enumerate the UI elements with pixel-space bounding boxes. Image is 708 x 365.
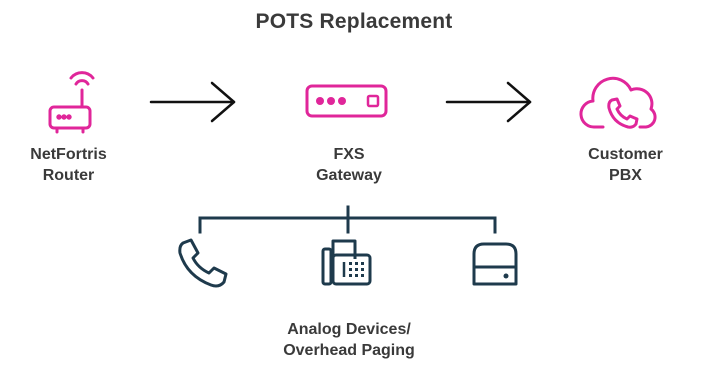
router-label-line2: Router [42, 167, 95, 184]
router-label: NetFortris Router [11, 144, 126, 186]
gateway-label: FXS Gateway [289, 144, 409, 186]
router-icon [48, 71, 95, 134]
paging-device-icon [472, 242, 518, 286]
analog-devices-label: Analog Devices/ Overhead Paging [234, 319, 464, 361]
analog-label-line2: Overhead Paging [283, 342, 415, 359]
gateway-device-bracket [198, 205, 497, 234]
cloud-phone-icon [579, 76, 657, 129]
pbx-label-line2: PBX [609, 167, 642, 184]
analog-label-line1: Analog Devices/ [287, 321, 411, 338]
gateway-label-line1: FXS [333, 146, 365, 163]
arrow-gateway-to-pbx [445, 81, 532, 123]
fax-icon [321, 239, 372, 286]
gateway-label-line2: Gateway [316, 167, 382, 184]
router-label-line1: NetFortris [30, 146, 107, 163]
diagram-title: POTS Replacement [255, 10, 453, 33]
phone-icon [178, 238, 228, 288]
arrow-router-to-gateway [149, 81, 236, 123]
gateway-icon [305, 84, 388, 118]
pbx-label-line1: Customer [588, 146, 663, 163]
pbx-label: Customer PBX [563, 144, 688, 186]
